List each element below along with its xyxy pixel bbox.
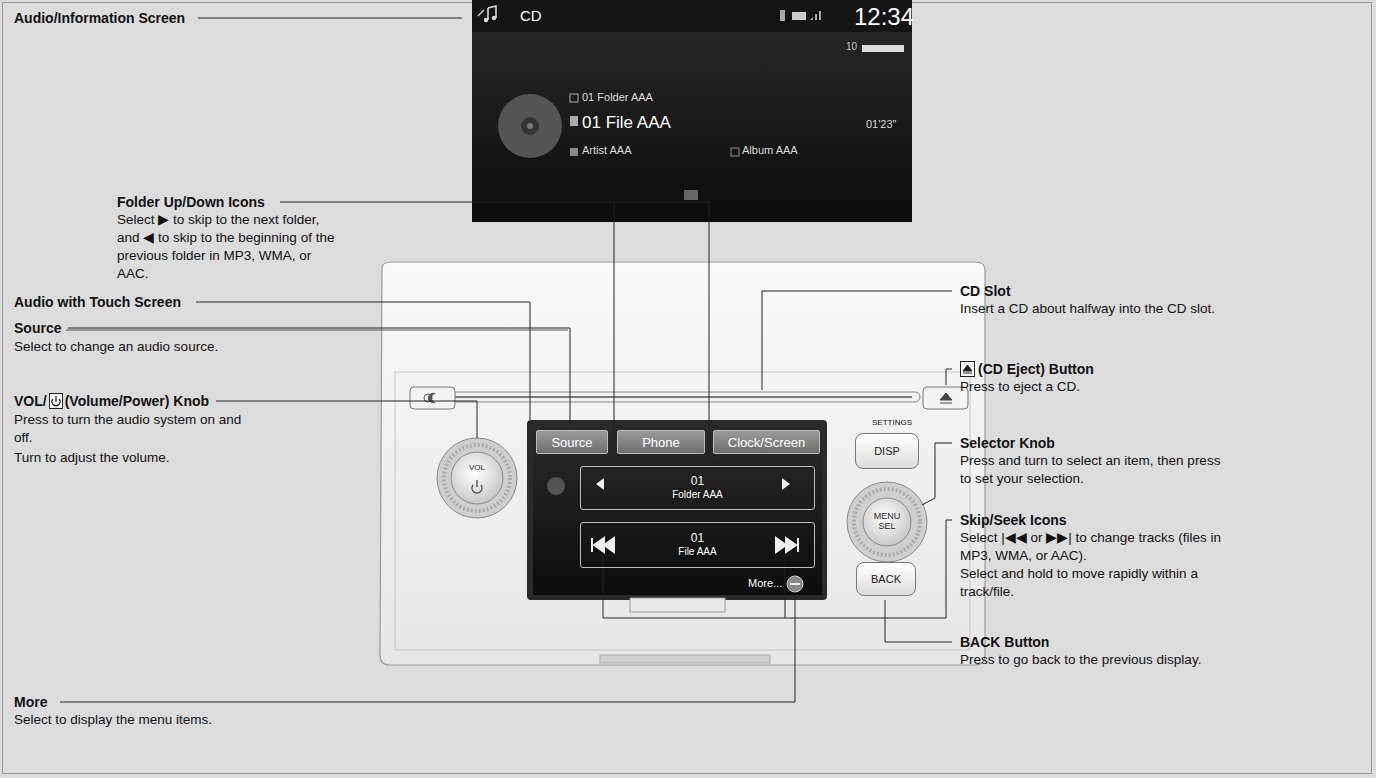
- leader-line: [216, 401, 477, 402]
- node-text: 12:34: [854, 3, 914, 31]
- callout-heading: CD Slot: [960, 282, 1210, 300]
- callout-text: Press to turn the audio system on and of…: [14, 411, 259, 447]
- callout-text: Press to eject a CD.: [960, 378, 1222, 396]
- callout-heading: Folder Up/Down Icons: [117, 193, 357, 211]
- node-text: VOL: [469, 464, 485, 473]
- node-text: 01 Folder AAA: [582, 91, 653, 103]
- node-text: Folder AAA: [672, 489, 723, 501]
- node-text: 01: [691, 532, 704, 546]
- back-button: BACK: [856, 562, 916, 596]
- callout-heading: More: [14, 693, 114, 711]
- phone-tab: Phone: [617, 430, 705, 454]
- node-text: SEL: [878, 522, 895, 532]
- callout-text: Select to change an audio source.: [14, 338, 294, 356]
- node-text: CD: [520, 7, 542, 24]
- node-text: 01'23": [866, 118, 896, 130]
- clock-screen-tab: Clock/Screen: [713, 430, 820, 454]
- callout-heading: Skip/Seek Icons: [960, 511, 1210, 529]
- callout-heading: Audio/Information Screen: [14, 9, 254, 27]
- node-text: Phone: [642, 435, 680, 450]
- callout-text: Turn to adjust the volume.: [14, 449, 294, 467]
- file-box: 01File AAA: [580, 522, 815, 568]
- node-text: Artist AAA: [582, 144, 632, 156]
- callout-text: Press and turn to select an item, then p…: [960, 452, 1222, 488]
- callout-heading: Selector Knob: [960, 434, 1210, 452]
- node-text: Album AAA: [742, 144, 798, 156]
- callout-text: Select and hold to move rapidly within a…: [960, 565, 1222, 601]
- callout-text: Insert a CD about halfway into the CD sl…: [960, 300, 1222, 318]
- power-icon: [49, 393, 63, 409]
- node-text: 01 File AAA: [582, 113, 671, 133]
- node-text: MENU: [874, 512, 901, 522]
- node-text: Clock/Screen: [728, 435, 805, 450]
- node-text: 10: [846, 41, 857, 52]
- callout-text: Select ▶ to skip to the next folder, and…: [117, 211, 342, 283]
- button-caption: SETTINGS: [857, 419, 927, 428]
- eject-icon: [960, 361, 975, 377]
- node-text: Source: [551, 435, 592, 450]
- node-text: 01: [691, 475, 704, 489]
- callout-text: Press to go back to the previous display…: [960, 651, 1222, 669]
- callout-heading: BACK Button: [960, 633, 1210, 651]
- callout-heading: Audio with Touch Screen: [14, 293, 254, 311]
- callout-heading: (Volume/Power) Knob: [65, 392, 265, 410]
- selector-knob: MENUSEL: [867, 504, 907, 540]
- info-screen: CD 12:34 10 01 Folder AAA 01 File AAA 01'23" A…: [472, 0, 912, 222]
- source-tab: Source: [536, 430, 608, 454]
- callout-text: Select to display the menu items.: [14, 711, 314, 729]
- callout-heading: Source: [14, 319, 214, 337]
- folder-box: 01Folder AAA: [580, 466, 815, 510]
- disp-button: DISP: [855, 433, 919, 469]
- node-text: BACK: [871, 573, 901, 585]
- callout-text: Select |◀◀ or ▶▶| to change tracks (file…: [960, 529, 1222, 565]
- callout-heading: (CD Eject) Button: [978, 360, 1218, 378]
- node-text: File AAA: [678, 546, 716, 558]
- menu-label: More...: [748, 577, 792, 589]
- vol-knob: VOL: [462, 460, 492, 476]
- node-text: DISP: [874, 445, 900, 457]
